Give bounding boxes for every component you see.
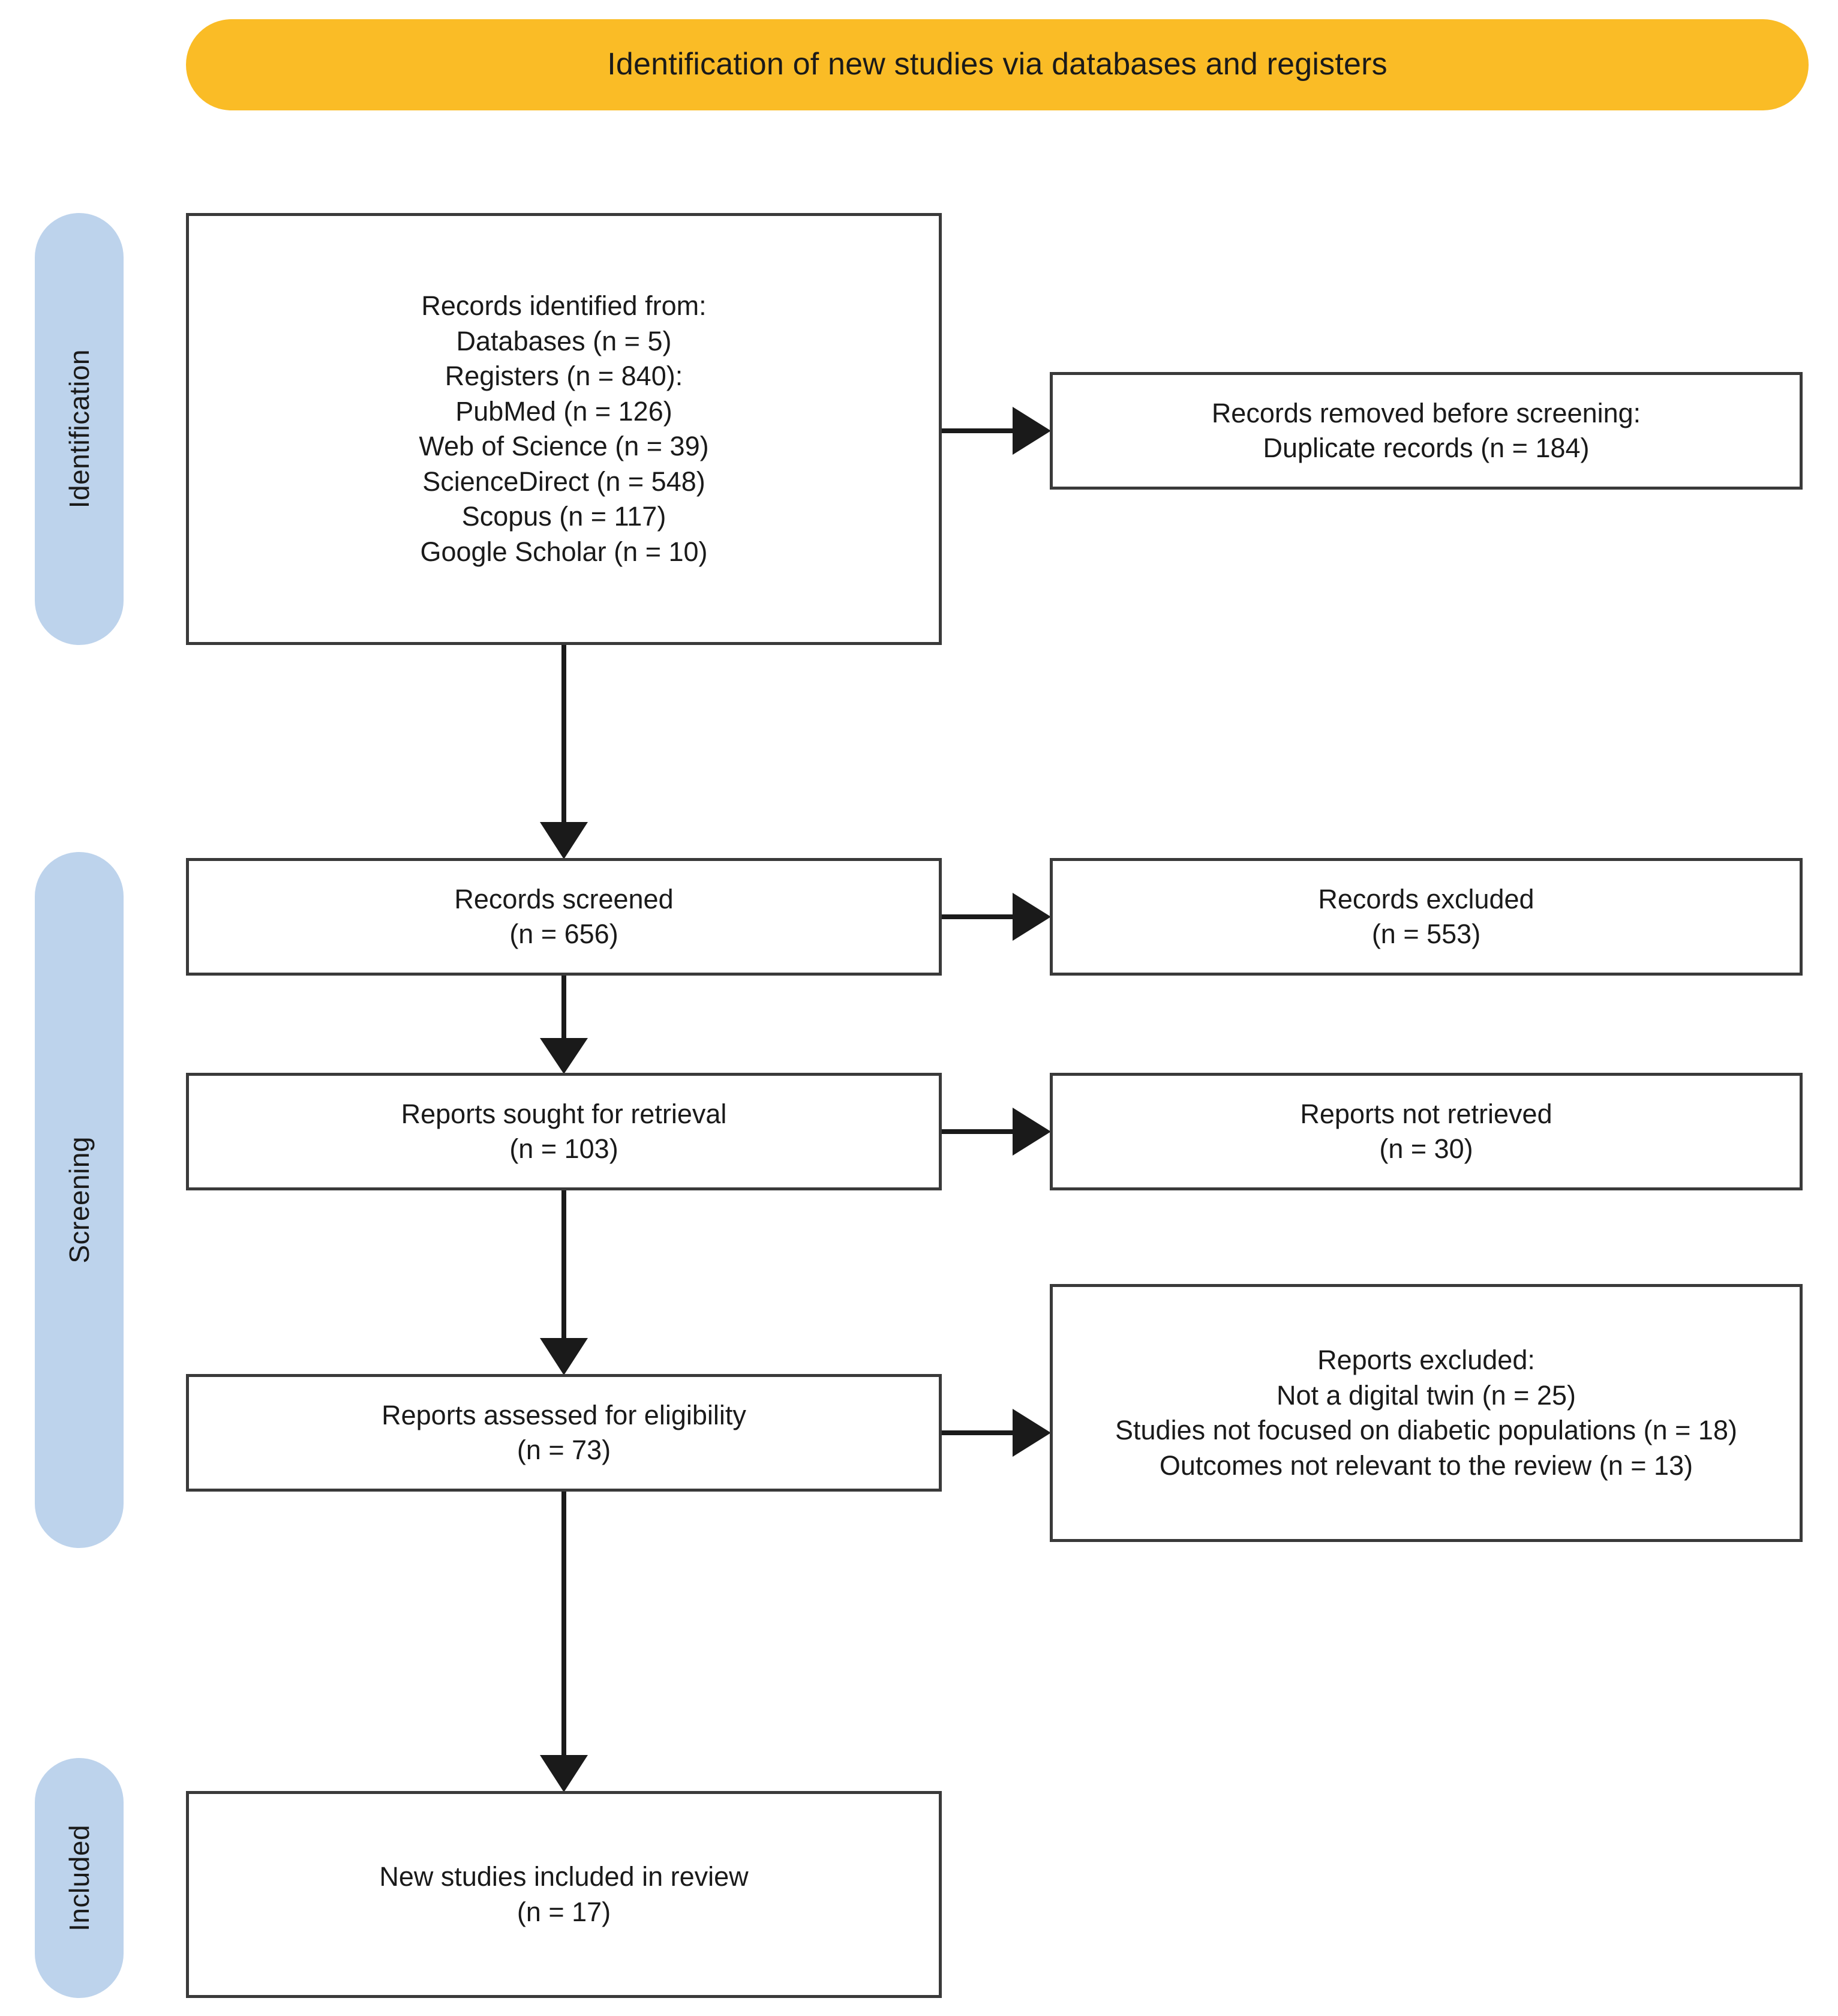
box-line: (n = 553) bbox=[1371, 919, 1481, 949]
box-reports-excluded: Reports excluded: Not a digital twin (n … bbox=[1050, 1284, 1803, 1542]
box-line: Reports not retrieved bbox=[1300, 1098, 1552, 1129]
box-line: Records excluded bbox=[1318, 883, 1534, 914]
box-line: Reports sought for retrieval bbox=[401, 1098, 727, 1129]
box-line: Reports excluded: bbox=[1317, 1345, 1535, 1375]
box-records-excluded: Records excluded (n = 553) bbox=[1050, 858, 1803, 976]
box-new-studies-included: New studies included in review (n = 17) bbox=[186, 1791, 942, 1998]
box-line: (n = 17) bbox=[516, 1896, 611, 1927]
box-line: (n = 73) bbox=[516, 1435, 611, 1465]
box-line: Studies not focused on diabetic populati… bbox=[1115, 1415, 1737, 1445]
arrowhead-screened-to-excluded bbox=[1013, 893, 1051, 941]
box-line: Records identified from: bbox=[421, 290, 707, 321]
box-reports-assessed-for-eligibility: Reports assessed for eligibility (n = 73… bbox=[186, 1374, 942, 1492]
arrowhead-identified-to-removed bbox=[1013, 407, 1051, 455]
stage-rail-screening: Screening bbox=[35, 852, 124, 1548]
stage-label-screening: Screening bbox=[64, 1136, 95, 1264]
box-line: Reports assessed for eligibility bbox=[382, 1399, 746, 1430]
diagram-header-banner: Identification of new studies via databa… bbox=[186, 19, 1809, 110]
arrowhead-identified-to-screened bbox=[540, 822, 588, 859]
stage-rail-included: Included bbox=[35, 1758, 124, 1998]
box-reports-not-retrieved: Reports not retrieved (n = 30) bbox=[1050, 1073, 1803, 1190]
box-line: Web of Science (n = 39) bbox=[419, 431, 709, 461]
arrowhead-sought-to-not-retrieved bbox=[1013, 1108, 1051, 1156]
box-line: Records screened bbox=[454, 883, 674, 914]
box-line: (n = 30) bbox=[1379, 1133, 1473, 1164]
arrowhead-eligibility-to-reports-excluded bbox=[1013, 1409, 1051, 1457]
box-line: (n = 656) bbox=[509, 919, 618, 949]
box-line: (n = 103) bbox=[509, 1133, 618, 1164]
box-line: New studies included in review bbox=[379, 1861, 749, 1892]
arrowhead-sought-to-eligibility bbox=[540, 1338, 588, 1375]
box-line: Databases (n = 5) bbox=[456, 325, 672, 356]
box-line: ScienceDirect (n = 548) bbox=[422, 466, 705, 497]
stage-rail-identification: Identification bbox=[35, 213, 124, 645]
box-line: Records removed before screening: bbox=[1211, 397, 1641, 428]
box-reports-sought-for-retrieval: Reports sought for retrieval (n = 103) bbox=[186, 1073, 942, 1190]
box-line: Scopus (n = 117) bbox=[461, 501, 666, 532]
stage-label-included: Included bbox=[64, 1825, 95, 1931]
box-records-identified: Records identified from: Databases (n = … bbox=[186, 213, 942, 645]
box-line: Not a digital twin (n = 25) bbox=[1277, 1379, 1576, 1411]
box-line: Registers (n = 840): bbox=[445, 361, 683, 391]
box-records-removed-before-screening: Records removed before screening: Duplic… bbox=[1050, 372, 1803, 490]
diagram-title: Identification of new studies via databa… bbox=[607, 47, 1387, 82]
arrowhead-screened-to-sought bbox=[540, 1038, 588, 1074]
arrowhead-eligibility-to-included bbox=[540, 1755, 588, 1792]
box-line: Duplicate records (n = 184) bbox=[1263, 433, 1590, 463]
box-line: Google Scholar (n = 10) bbox=[420, 536, 708, 567]
box-records-screened: Records screened (n = 656) bbox=[186, 858, 942, 976]
stage-label-identification: Identification bbox=[64, 349, 95, 509]
box-line: PubMed (n = 126) bbox=[455, 395, 672, 427]
box-line: Outcomes not relevant to the review (n =… bbox=[1159, 1450, 1693, 1481]
